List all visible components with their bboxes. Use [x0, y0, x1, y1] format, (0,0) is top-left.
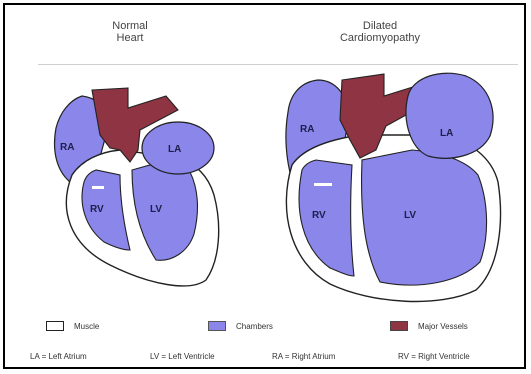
dilated-la-label: LA: [440, 128, 453, 139]
abbr-la: LA = Left Atrium: [30, 352, 87, 361]
normal-lv-label: LV: [150, 204, 162, 215]
dilated-rv-label: RV: [312, 210, 326, 221]
dilated-valve-mark: [314, 183, 332, 186]
muscle-legend-label: Muscle: [74, 322, 99, 331]
normal-la-label: LA: [168, 144, 181, 155]
dilated-ra-label: RA: [300, 124, 314, 135]
normal-valve-mark: [92, 186, 104, 189]
chambers-legend-label: Chambers: [236, 322, 273, 331]
normal-heart: RA LA RV LV: [55, 88, 219, 286]
normal-rv-label: RV: [90, 204, 104, 215]
normal-ra-label: RA: [60, 142, 74, 153]
chambers-swatch: [208, 321, 226, 331]
muscle-swatch: [46, 321, 64, 331]
abbr-ra: RA = Right Atrium: [272, 352, 335, 361]
vessels-legend-label: Major Vessels: [418, 322, 468, 331]
dilated-left-ventricle: [362, 150, 487, 285]
abbr-rv: RV = Right Ventricle: [398, 352, 470, 361]
vessels-swatch: [390, 321, 408, 331]
dilated-heart: RA LA RV LV: [286, 73, 501, 301]
dilated-left-atrium: [406, 73, 493, 158]
abbr-lv: LV = Left Ventricle: [150, 352, 215, 361]
dilated-lv-label: LV: [404, 210, 416, 221]
